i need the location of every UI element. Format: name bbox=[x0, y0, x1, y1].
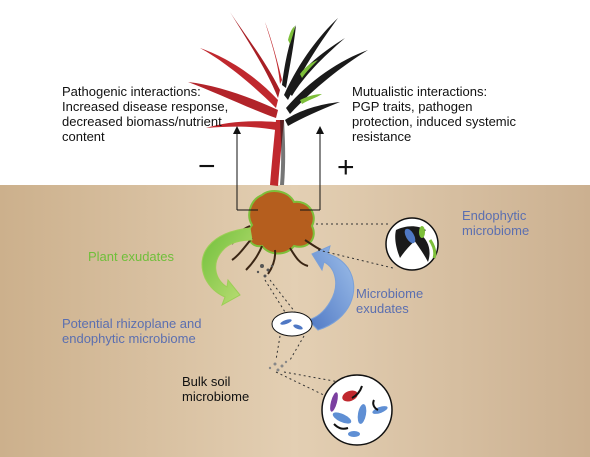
bulk-soil-label: Bulk soil microbiome bbox=[182, 374, 250, 404]
pathogenic-label: Pathogenic interactions: Increased disea… bbox=[62, 84, 229, 144]
mutualistic-label: Mutualistic interactions: PGP traits, pa… bbox=[352, 84, 517, 144]
root-microbe-dots bbox=[256, 264, 274, 278]
plant-exudates-label: Plant exudates bbox=[88, 249, 175, 264]
endophytic-label: Endophytic microbiome bbox=[462, 208, 530, 238]
bulk-soil-dots bbox=[268, 360, 288, 372]
microbiome-exudates-arrow bbox=[307, 245, 355, 331]
plant-stem bbox=[270, 120, 284, 186]
bulk-soil-circle bbox=[321, 374, 393, 446]
endophytic-circle bbox=[385, 217, 439, 271]
plus-sign: + bbox=[337, 151, 355, 184]
root-system bbox=[231, 189, 327, 275]
rhizoplane-ellipse bbox=[271, 311, 313, 337]
plant-leaves-red bbox=[188, 12, 282, 130]
rhizoplane-label: Potential rhizoplane and endophytic micr… bbox=[62, 316, 202, 346]
plant-exudates-arrow bbox=[201, 227, 253, 307]
microbiome-exudates-label: Microbiome exudates bbox=[356, 286, 424, 316]
plant-leaves-black bbox=[282, 18, 368, 126]
minus-sign: − bbox=[198, 150, 216, 183]
